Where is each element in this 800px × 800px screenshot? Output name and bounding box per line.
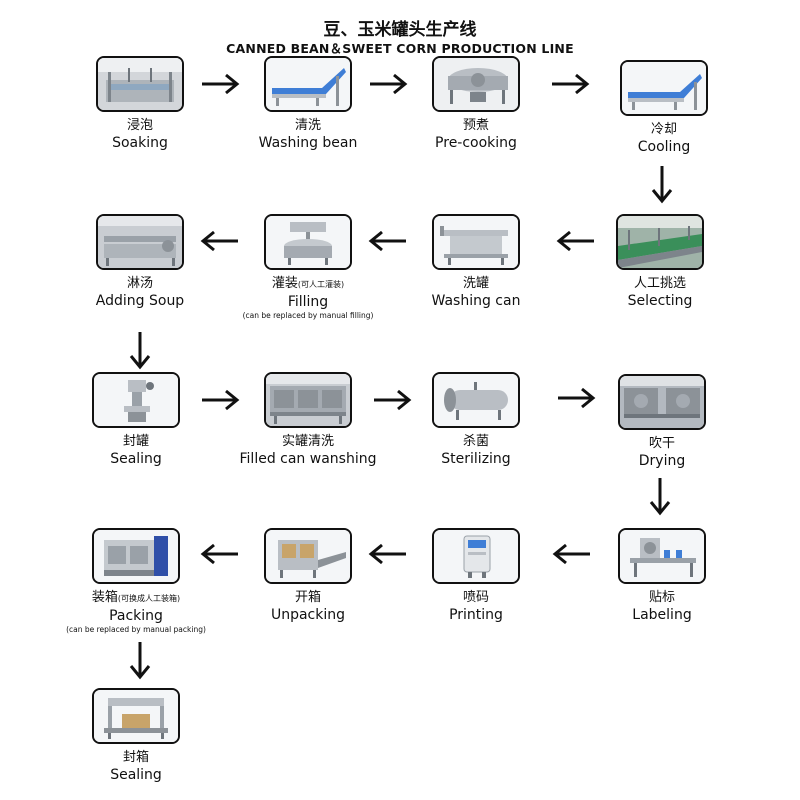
step-label-zh-main: 装箱 bbox=[91, 590, 118, 605]
step-label-en: Washing bean bbox=[258, 135, 358, 151]
dryer-photo bbox=[618, 374, 706, 430]
arrow-right bbox=[550, 72, 590, 100]
can-washer-photo bbox=[432, 214, 520, 270]
step-label-zh: 浸泡 bbox=[126, 118, 153, 133]
filling-machine-photo bbox=[264, 214, 352, 270]
arrow-down bbox=[128, 640, 152, 684]
step-label-en: Sealing bbox=[110, 451, 162, 467]
step-filling: 灌装(可人工灌装) Filling (can be replaced by ma… bbox=[218, 214, 398, 321]
step-label-en: Labeling bbox=[632, 607, 692, 623]
step-adding-soup: 淋汤 Adding Soup bbox=[50, 214, 230, 310]
step-drying: 吹干 Drying bbox=[572, 374, 752, 470]
step-label-en: Sealing bbox=[110, 767, 162, 783]
step-note-en: (can be replaced by manual filling) bbox=[242, 311, 374, 320]
title-english: CANNED BEAN＆SWEET CORN PRODUCTION LINE bbox=[226, 41, 574, 56]
packing-machine-photo bbox=[92, 528, 180, 584]
step-washing-can: 洗罐 Washing can bbox=[386, 214, 566, 310]
step-sterilizing: 杀菌 Sterilizing bbox=[386, 372, 566, 468]
washing-conveyor-photo bbox=[264, 56, 352, 112]
step-note-en: (can be replaced by manual packing) bbox=[66, 625, 206, 634]
step-label-en: Packing bbox=[109, 608, 163, 624]
arrow-left bbox=[368, 542, 408, 570]
arrow-down bbox=[128, 330, 152, 374]
step-label-en: Drying bbox=[638, 453, 686, 469]
step-label-en: Filled can wanshing bbox=[239, 451, 377, 467]
step-label-zh: 洗罐 bbox=[462, 276, 489, 291]
step-label-zh-main: 灌装 bbox=[271, 276, 298, 291]
arrow-left bbox=[556, 229, 596, 257]
step-label-zh: 冷却 bbox=[650, 122, 677, 137]
step-printing: 喷码 Printing bbox=[386, 528, 566, 624]
step-unpacking: 开箱 Unpacking bbox=[218, 528, 398, 624]
step-label-en: Pre-cooking bbox=[435, 135, 517, 151]
cooling-conveyor-photo bbox=[620, 60, 708, 116]
step-label-zh: 人工挑选 bbox=[633, 276, 686, 291]
step-label-zh-note: (可换成人工装箱) bbox=[117, 594, 181, 603]
arrow-left bbox=[200, 229, 240, 257]
arrow-right bbox=[556, 386, 596, 414]
arrow-right bbox=[372, 388, 412, 416]
step-label-en: Sterilizing bbox=[441, 451, 511, 467]
carton-sealer-photo bbox=[92, 688, 180, 744]
step-label-en: Filling bbox=[287, 294, 329, 310]
step-label-zh: 封罐 bbox=[122, 434, 149, 449]
step-label-zh: 喷码 bbox=[462, 590, 489, 605]
step-label-en: Selecting bbox=[627, 293, 693, 309]
step-sealing-carton: 封箱 Sealing bbox=[46, 688, 226, 784]
arrow-right bbox=[200, 72, 240, 100]
step-soaking: 浸泡 Soaking bbox=[50, 56, 230, 152]
arrow-right bbox=[368, 72, 408, 100]
step-label-zh: 杀菌 bbox=[462, 434, 489, 449]
inkjet-printer-photo bbox=[432, 528, 520, 584]
filled-can-washer-photo bbox=[264, 372, 352, 428]
step-label-zh: 吹干 bbox=[648, 436, 675, 451]
step-label-zh: 贴标 bbox=[648, 590, 675, 605]
step-label-zh: 灌装(可人工灌装) bbox=[218, 276, 398, 293]
step-pre-cooking: 预煮 Pre-cooking bbox=[386, 56, 566, 152]
step-sealing-can: 封罐 Sealing bbox=[46, 372, 226, 468]
step-label-zh: 清洗 bbox=[294, 118, 321, 133]
arrow-left bbox=[368, 229, 408, 257]
arrow-left bbox=[200, 542, 240, 570]
step-filled-can-washing: 实罐清洗 Filled can wanshing bbox=[218, 372, 398, 468]
title-chinese: 豆、玉米罐头生产线 bbox=[323, 20, 477, 40]
arrow-left bbox=[552, 542, 592, 570]
labeling-machine-photo bbox=[618, 528, 706, 584]
arrow-down bbox=[648, 476, 672, 520]
can-sealer-photo bbox=[92, 372, 180, 428]
step-selecting: 人工挑选 Selecting bbox=[570, 214, 750, 310]
step-label-zh: 淋汤 bbox=[126, 276, 153, 291]
pre-cooker-photo bbox=[432, 56, 520, 112]
step-label-en: Printing bbox=[449, 607, 503, 623]
step-label-zh: 装箱(可换成人工装箱) bbox=[46, 590, 226, 607]
step-label-en: Washing can bbox=[431, 293, 521, 309]
selecting-table-photo bbox=[616, 214, 704, 270]
carton-erector-photo bbox=[264, 528, 352, 584]
arrow-down bbox=[650, 164, 674, 208]
step-label-zh: 实罐清洗 bbox=[281, 434, 334, 449]
arrow-right bbox=[200, 388, 240, 416]
step-label-en: Unpacking bbox=[270, 607, 346, 623]
step-label-zh: 封箱 bbox=[122, 750, 149, 765]
step-label-zh: 预煮 bbox=[462, 118, 489, 133]
sterilizer-photo bbox=[432, 372, 520, 428]
step-label-zh-note: (可人工灌装) bbox=[297, 280, 345, 289]
soaking-tank-photo bbox=[96, 56, 184, 112]
step-washing-bean: 清洗 Washing bean bbox=[218, 56, 398, 152]
soup-adding-photo bbox=[96, 214, 184, 270]
step-label-zh: 开箱 bbox=[294, 590, 321, 605]
step-labeling: 贴标 Labeling bbox=[572, 528, 752, 624]
step-packing: 装箱(可换成人工装箱) Packing (can be replaced by … bbox=[46, 528, 226, 635]
step-label-en: Adding Soup bbox=[95, 293, 185, 309]
step-label-en: Cooling bbox=[637, 139, 691, 155]
step-cooling: 冷却 Cooling bbox=[574, 60, 754, 156]
step-label-en: Soaking bbox=[112, 135, 168, 151]
